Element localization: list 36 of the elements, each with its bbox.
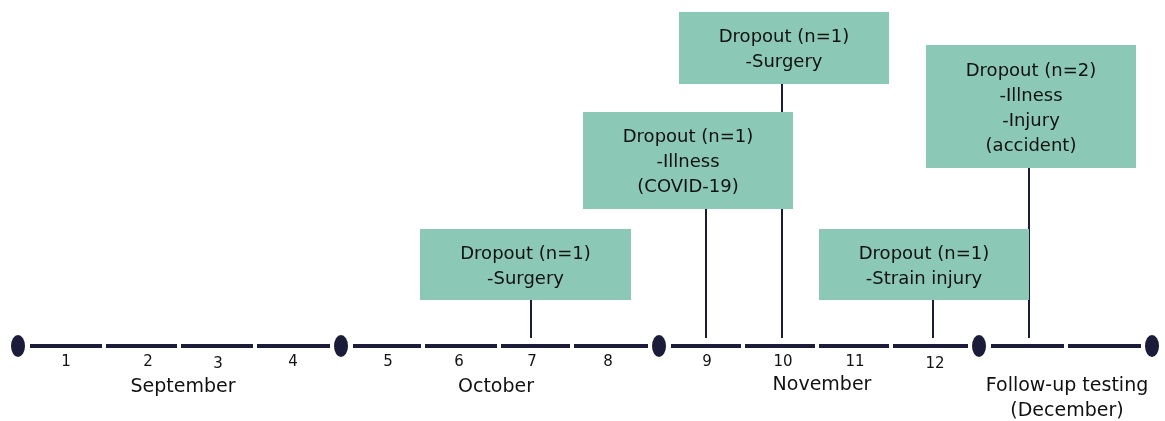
month-label: November (772, 371, 872, 396)
dropout-box (926, 45, 1136, 168)
leader-line (1028, 167, 1030, 339)
leader-line (932, 299, 934, 339)
week-number: 5 (383, 352, 393, 370)
dropout-reason: -Strain injury (865, 265, 983, 290)
week-number: 11 (845, 352, 865, 370)
month-label: Follow-up testing (December) (984, 372, 1150, 421)
month-label: September (130, 373, 236, 398)
week-number: 4 (288, 352, 298, 370)
dropout-count: Dropout (n=2) (965, 57, 1097, 82)
week-number: 3 (213, 354, 223, 372)
week-number: 1 (61, 352, 71, 370)
week-number: 10 (773, 352, 793, 370)
leader-line (705, 208, 707, 339)
week-number: 9 (702, 352, 712, 370)
week-number: 6 (454, 352, 464, 370)
dropout-count: Dropout (n=1) (858, 240, 990, 265)
dropout-box (679, 12, 889, 84)
dropout-reason: -Injury (accident) (984, 107, 1078, 157)
dropout-count: Dropout (n=1) (622, 124, 754, 148)
dropout-box (583, 112, 793, 209)
dropout-reason: -Surgery (487, 265, 564, 290)
week-number: 12 (925, 354, 945, 372)
dropout-box (420, 229, 631, 300)
week-number: 7 (527, 352, 537, 370)
month-label: October (458, 373, 534, 398)
dropout-count: Dropout (n=1) (718, 24, 850, 48)
dropout-count: Dropout (n=1) (460, 240, 591, 265)
dropout-reason: -Illness (COVID-19) (636, 149, 740, 198)
week-number: 8 (603, 352, 613, 370)
week-number: 2 (143, 352, 153, 370)
dropout-box (819, 229, 1029, 300)
leader-line (530, 299, 532, 339)
dropout-reason: -Illness (999, 82, 1063, 107)
dropout-reason: -Surgery (745, 49, 823, 73)
